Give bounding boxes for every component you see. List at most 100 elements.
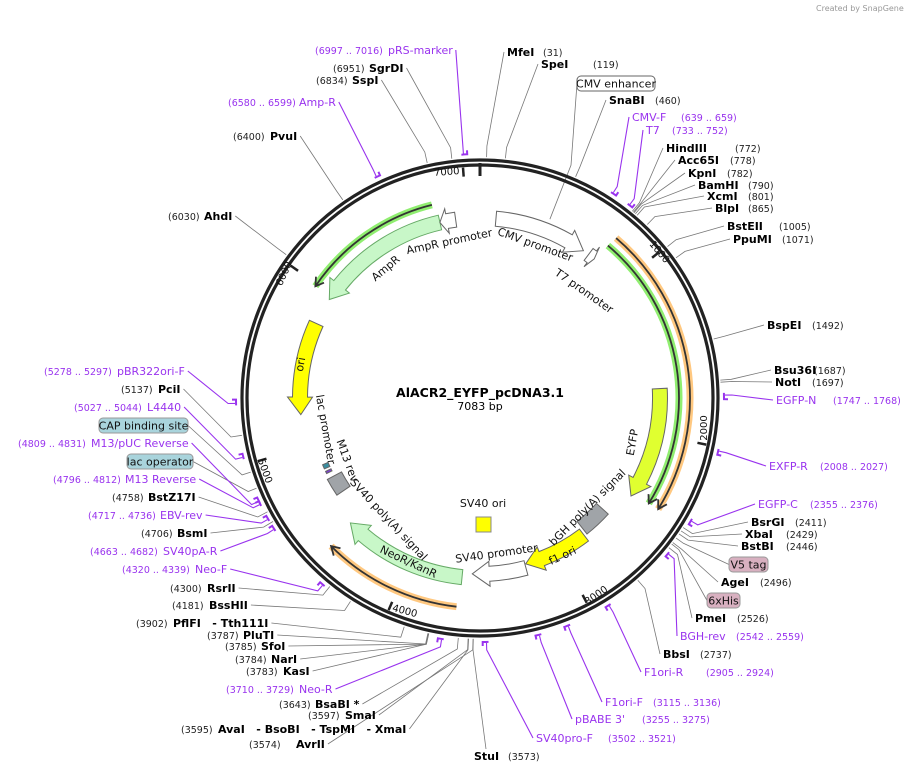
enzyme-site-label[interactable]: SspI(6834)	[316, 74, 378, 87]
enzyme-site-label[interactable]: Bsu36I(1687)	[774, 364, 846, 377]
enzyme-site-label[interactable]: BspEI(1492)	[767, 319, 844, 332]
enzyme-site-label[interactable]: BamHI(790)	[698, 179, 774, 192]
primer-label[interactable]: Amp-R(6580 .. 6599)	[228, 96, 336, 109]
site-name: RsrII	[207, 582, 236, 595]
enzyme-site-label[interactable]: PflFI - Tth111I(3902)	[136, 617, 268, 630]
feature-eyfp[interactable]	[628, 387, 668, 497]
enzyme-site-label[interactable]: XbaI(2429)	[745, 528, 818, 541]
primer-label[interactable]: CMV-F(639 .. 659)	[632, 111, 737, 124]
enzyme-site-label[interactable]: PmeI(2526)	[695, 612, 769, 625]
enzyme-site-label[interactable]: StuI(3573)	[474, 750, 540, 763]
enzyme-site-label[interactable]: AhdI(6030)	[168, 210, 232, 223]
enzyme-site-label[interactable]: PpuMI(1071)	[733, 233, 814, 246]
enzyme-site-label[interactable]: KpnI(782)	[688, 167, 753, 180]
feature-lac-promoter[interactable]	[321, 461, 331, 470]
enzyme-site-label[interactable]: BstBI(2446)	[741, 540, 818, 553]
enzyme-site-label[interactable]: PciI(5137)	[121, 383, 180, 396]
enzyme-site-label[interactable]: BbsI(2737)	[663, 648, 732, 661]
primer-label[interactable]: SV40pA-R(4663 .. 4682)	[90, 545, 218, 558]
enzyme-site-label[interactable]: NarI(3784)	[235, 653, 297, 666]
primer-label[interactable]: F1ori-R(2905 .. 2924)	[644, 666, 774, 679]
feature-cmv-promoter[interactable]	[494, 210, 585, 253]
enzyme-site-label[interactable]: AvrII(3574)	[249, 738, 325, 751]
enzyme-site-label[interactable]: BsmI(4706)	[141, 527, 208, 540]
primer-label[interactable]: L4440(5027 .. 5044)	[74, 401, 181, 414]
sv40-ori-feature[interactable]	[475, 516, 492, 533]
feature-f1-ori[interactable]	[524, 528, 590, 571]
box-label: V5 tag	[730, 559, 766, 572]
enzyme-site-label[interactable]: NotI(1697)	[775, 376, 844, 389]
enzyme-site-label[interactable]: SfoI(3785)	[225, 640, 285, 653]
enzyme-site-label[interactable]: MfeI(31)	[507, 46, 563, 59]
site-name: KasI	[283, 665, 310, 678]
feature-neor-kanr[interactable]	[349, 522, 464, 586]
enzyme-site-label[interactable]: RsrII(4300)	[170, 582, 236, 595]
box-background	[706, 592, 741, 609]
primer-label[interactable]: pBR322ori-F(5278 .. 5297)	[44, 365, 185, 378]
enzyme-site-label[interactable]: BssHII(4181)	[172, 599, 248, 612]
primer-label[interactable]: pBABE 3'(3255 .. 3275)	[575, 713, 710, 726]
feature-ampr[interactable]	[328, 214, 443, 301]
primer-label[interactable]: SV40pro-F(3502 .. 3521)	[536, 732, 676, 745]
site-name: KpnI	[688, 167, 716, 180]
site-position: (4758)	[112, 493, 144, 504]
enzyme-site-label[interactable]: AvaI - BsoBI - TspMI - XmaI(3595)	[181, 723, 406, 736]
tick-mark	[257, 457, 267, 463]
outer-arc-line	[607, 244, 680, 504]
feature-bgh-poly-a-signal[interactable]	[576, 502, 610, 535]
leader-line	[187, 370, 236, 405]
site-name: CMV-F	[632, 111, 666, 124]
primer-label[interactable]: F1ori-F(3115 .. 3136)	[605, 696, 721, 709]
site-position: (3255 .. 3275)	[642, 715, 710, 726]
primer-marker	[716, 448, 722, 457]
enzyme-site-label[interactable]: PvuI(6400)	[233, 130, 297, 143]
enzyme-site-label[interactable]: BstEII(1005)	[727, 220, 811, 233]
feature-sv40-promoter[interactable]	[471, 560, 529, 588]
enzyme-site-label[interactable]: BlpI(865)	[715, 202, 774, 215]
enzyme-site-label[interactable]: SpeI(119)	[541, 58, 619, 71]
primer-label[interactable]: T7(733 .. 752)	[645, 124, 728, 137]
site-position: (733 .. 752)	[672, 126, 728, 137]
feature-label: SV40 ori	[460, 497, 506, 510]
primer-label[interactable]: Neo-F(4320 .. 4339)	[122, 563, 227, 576]
enzyme-site-label[interactable]: BsrGI(2411)	[751, 516, 827, 529]
enzyme-site-label[interactable]: SmaI(3597)	[308, 709, 376, 722]
feature-m13-rev[interactable]	[324, 468, 333, 475]
feature-box-lac-operator[interactable]: lac operator	[126, 453, 194, 470]
primer-label[interactable]: EGFP-N(1747 .. 1768)	[776, 394, 901, 407]
primer-label[interactable]: pRS-marker(6997 .. 7016)	[315, 44, 453, 57]
enzyme-site-label[interactable]: PluTI(3787)	[207, 629, 274, 642]
primer-label[interactable]: EGFP-C(2355 .. 2376)	[758, 498, 878, 511]
primer-label[interactable]: Neo-R(3710 .. 3729)	[226, 683, 333, 696]
site-name: PpuMI	[733, 233, 772, 246]
feature-t7-promoter[interactable]	[583, 246, 600, 268]
primer-label[interactable]: M13 Reverse(4796 .. 4812)	[53, 473, 196, 486]
primer-marker	[253, 496, 261, 504]
enzyme-site-label[interactable]: HindIII(772)	[666, 142, 761, 155]
primer-label[interactable]: EXFP-R(2008 .. 2027)	[769, 460, 888, 473]
enzyme-site-label[interactable]: KasI(3783)	[246, 665, 310, 678]
enzyme-site-label[interactable]: BstZ17I(4758)	[112, 491, 196, 504]
site-name: PvuI	[270, 130, 297, 143]
site-position: (3643)	[279, 700, 311, 711]
enzyme-site-label[interactable]: XcmI(801)	[707, 190, 774, 203]
enzyme-site-label[interactable]: SgrDI(6951)	[333, 62, 403, 75]
feature-box-cap-binding-site[interactable]: CAP binding site	[98, 417, 189, 434]
leader-line	[680, 530, 743, 538]
feature-box-v5-tag[interactable]: V5 tag	[728, 556, 769, 573]
leader-line	[682, 521, 749, 535]
feature-sv40-poly-a-signal[interactable]	[326, 471, 351, 496]
primer-label[interactable]: EBV-rev(4717 .. 4736)	[88, 509, 203, 522]
enzyme-site-label[interactable]: AgeI(2496)	[721, 576, 792, 589]
feature-ori[interactable]	[286, 319, 324, 416]
feature-ampr-promoter[interactable]	[439, 206, 458, 236]
feature-box-6xhis[interactable]: 6xHis	[706, 592, 741, 609]
primer-label[interactable]: BGH-rev(2542 .. 2559)	[680, 630, 804, 643]
enzyme-site-label[interactable]: Acc65I(778)	[678, 154, 756, 167]
primer-label[interactable]: M13/pUC Reverse(4809 .. 4831)	[18, 437, 189, 450]
site-name: SspI	[352, 74, 378, 87]
feature-box-cmv-enhancer[interactable]: CMV enhancer	[576, 75, 656, 92]
enzyme-site-label[interactable]: BsaBI *(3643)	[279, 698, 360, 711]
enzyme-site-label[interactable]: SnaBI(460)	[609, 94, 681, 107]
leader-line	[668, 547, 693, 619]
